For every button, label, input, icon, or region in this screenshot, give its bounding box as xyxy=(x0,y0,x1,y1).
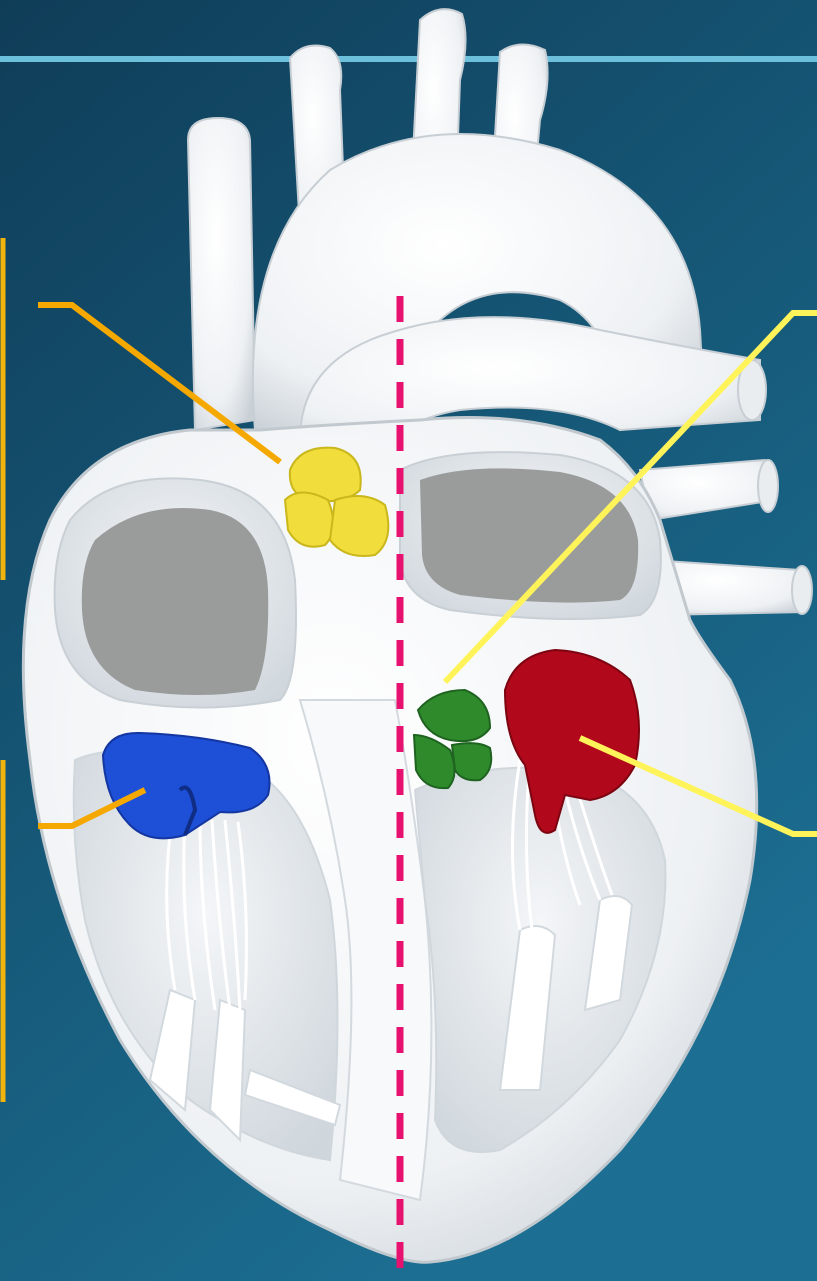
pulmonary-vein-lower-opening xyxy=(792,566,812,614)
superior-vena-cava xyxy=(188,118,255,430)
pulmonary-vein-upper-opening xyxy=(758,460,778,512)
right-atrium-back-wall xyxy=(82,508,268,695)
pulmonary-cusp-3 xyxy=(330,496,388,556)
aortic-cusp-3 xyxy=(452,743,491,780)
